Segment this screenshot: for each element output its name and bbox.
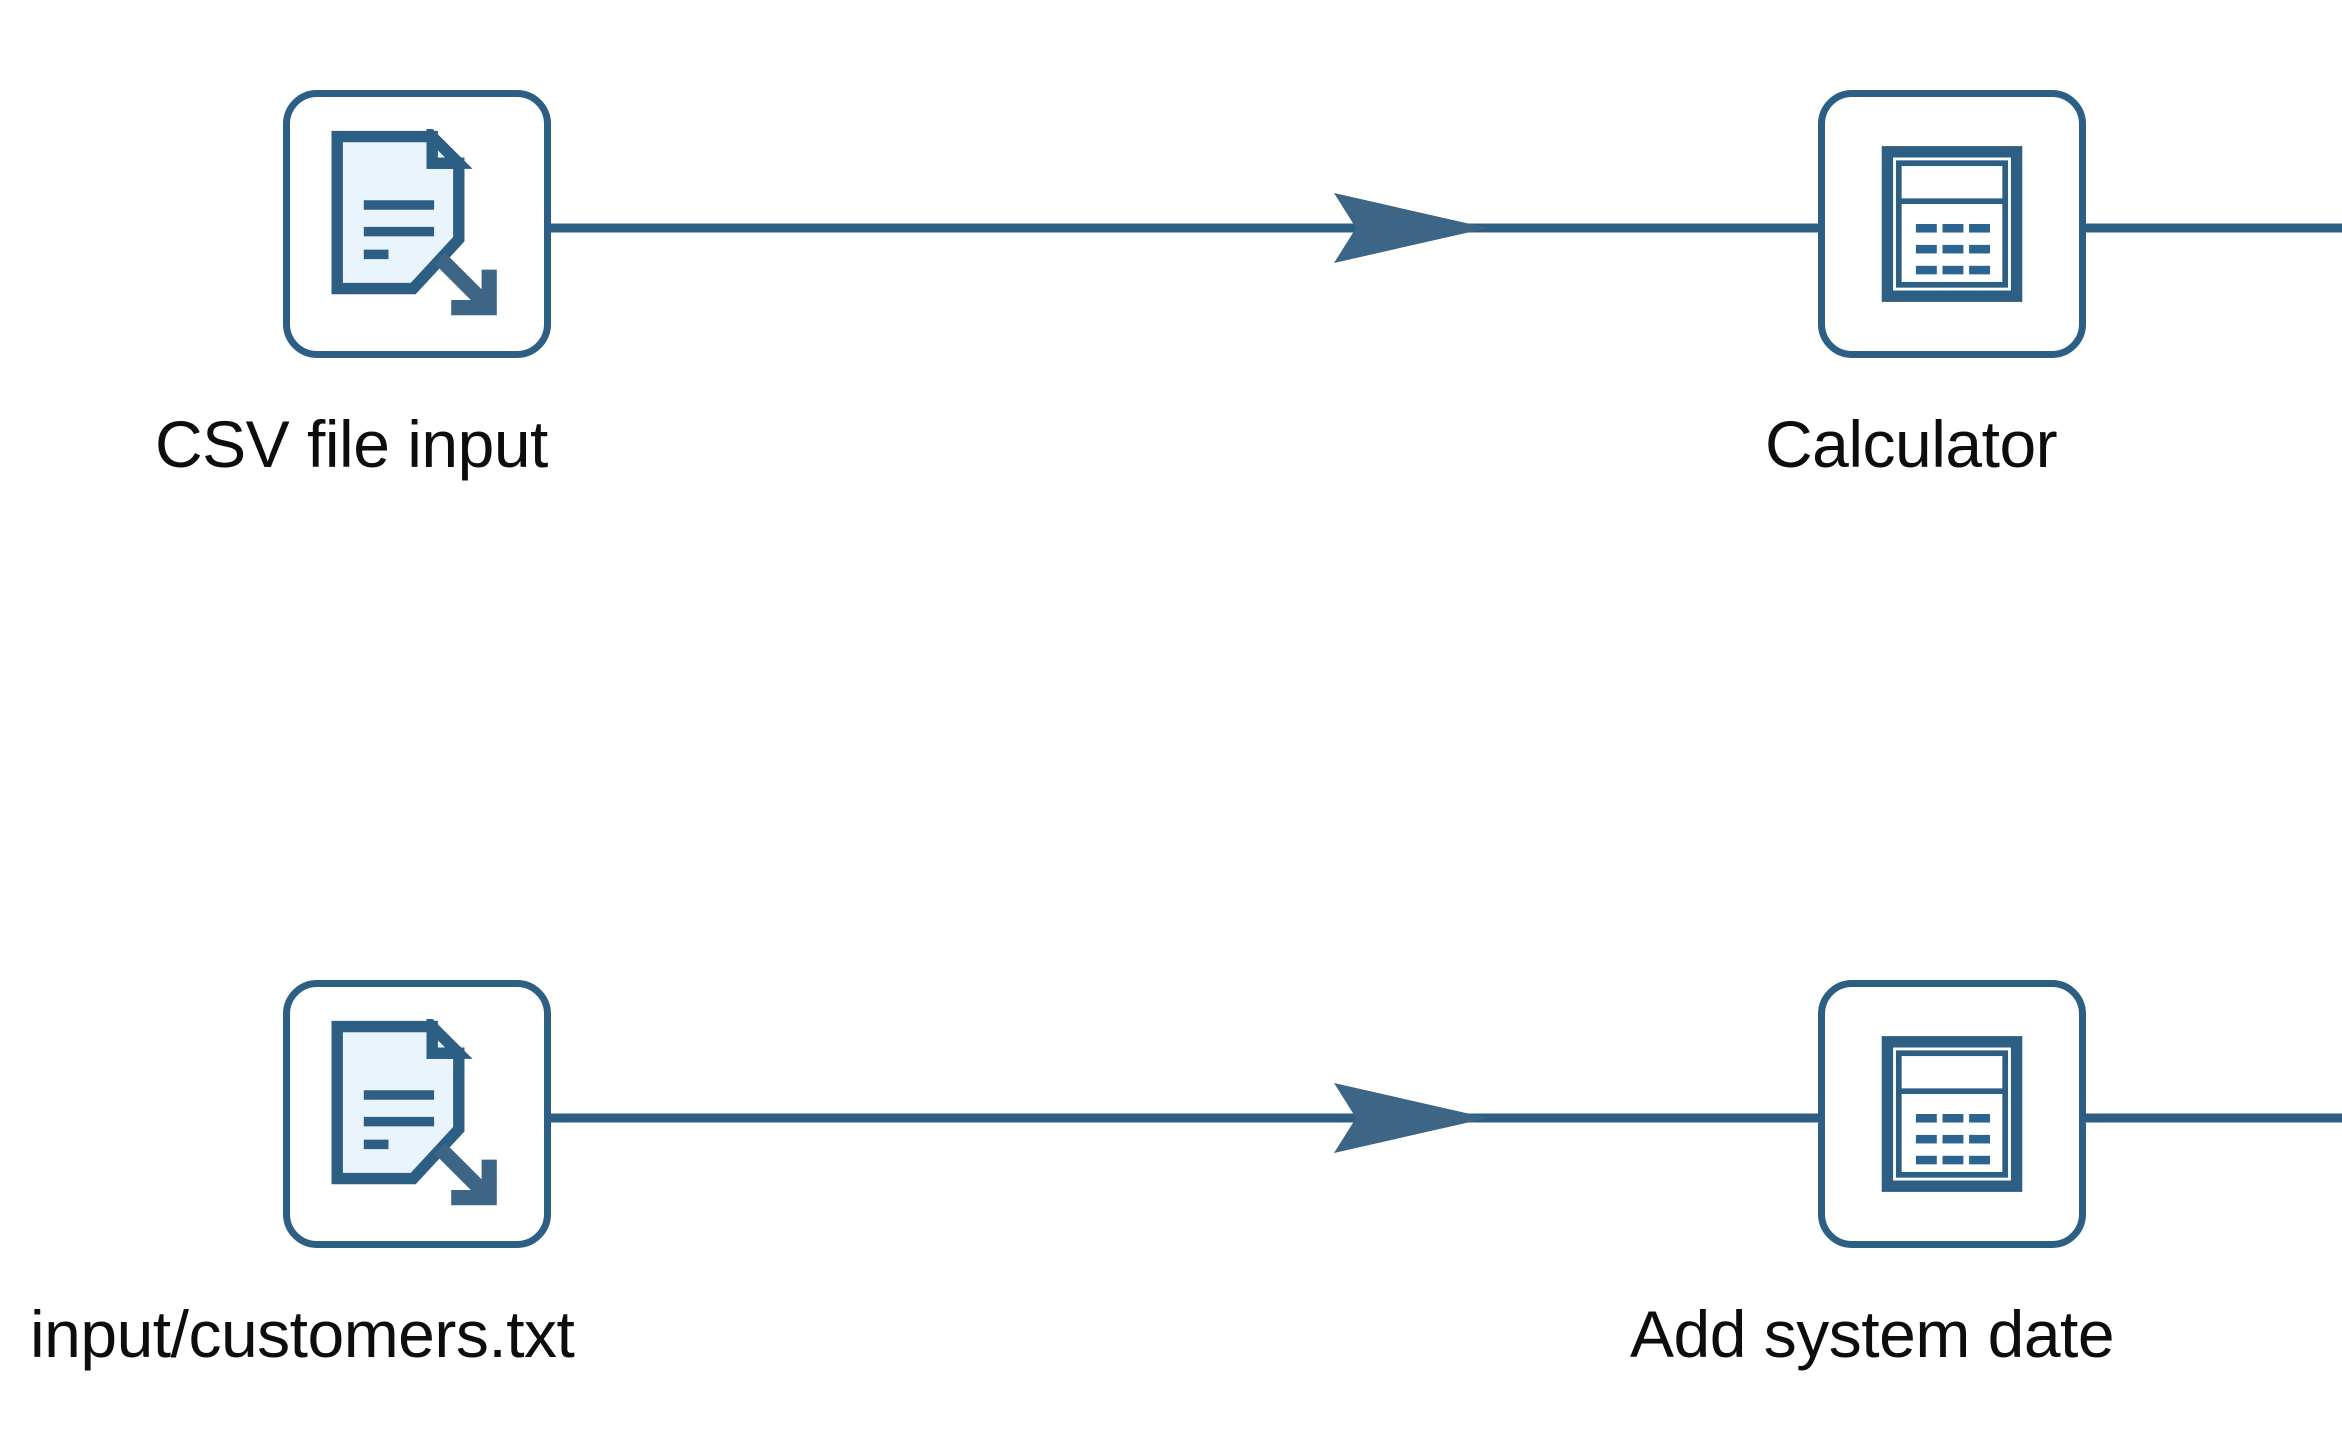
node-label-input-customers-txt: input/customers.txt [30,1297,575,1371]
node-csv-file-input[interactable] [283,90,551,358]
arrowhead-right-icon-row1 [1334,193,1488,263]
node-calculator[interactable] [1818,90,2086,358]
node-label-add-system-date: Add system date [1630,1297,2115,1371]
calculator-icon [1881,146,2023,302]
document-export-icon [331,129,497,316]
arrowhead-right-icon-row2 [1334,1083,1488,1153]
node-label-csv-file-input: CSV file input [155,407,548,481]
document-export-icon [331,1019,497,1206]
node-label-calculator: Calculator [1765,407,2058,481]
node-input-customers-txt[interactable] [283,980,551,1248]
calculator-icon [1881,1036,2023,1192]
node-add-system-date[interactable] [1818,980,2086,1248]
